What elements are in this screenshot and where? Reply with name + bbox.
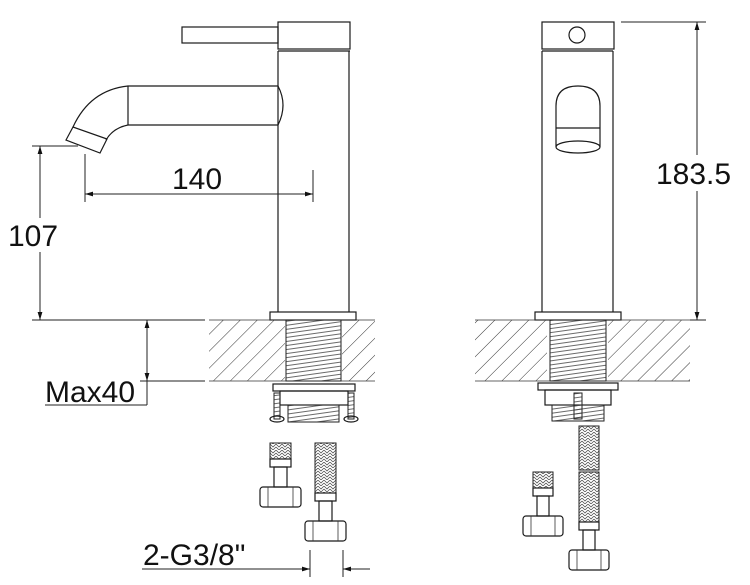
handle-lever [181,26,279,44]
hose-long [304,442,347,542]
dim-total-height: 183.5 [656,158,731,191]
hose-short [259,442,302,508]
cartridge-cap [277,21,351,50]
spout-front [555,85,601,128]
hose-long-front [568,425,610,571]
handle-hole [568,26,586,44]
dim-max-deck-thickness: Max40 [45,376,135,409]
threaded-shank [285,319,342,382]
side-view: 140 107 Max40 2-G3/8" [8,21,375,577]
dim-spout-reach: 140 [172,163,222,196]
hose-short-front [522,471,564,537]
aerator [65,126,108,154]
threaded-shank-front [549,319,607,382]
spout [72,85,278,128]
front-view: 183.5 [475,21,747,571]
dim-spout-height: 107 [8,220,58,253]
dim-connection: 2-G3/8" [143,539,245,572]
cartridge-cap-front [541,21,615,50]
